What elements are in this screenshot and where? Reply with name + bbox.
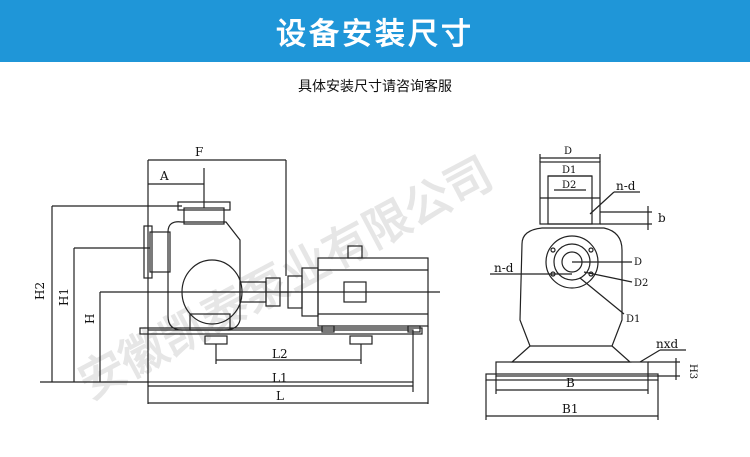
front-base-plate — [485, 373, 659, 381]
label-L2: L2 — [272, 347, 288, 361]
front-base — [495, 361, 649, 377]
label-L: L — [276, 389, 284, 403]
label-D-top: D — [564, 146, 572, 157]
label-D-right: D — [634, 257, 642, 268]
base-top-flange — [139, 327, 423, 335]
leader-D1-right — [579, 277, 625, 315]
label-nxd: nxd — [656, 337, 678, 351]
front-view-labels: D D1 D2 n-d b n-d D D2 D1 nxd H3 B B1 — [494, 146, 698, 416]
front-casing — [519, 227, 623, 347]
pump-casing — [167, 221, 241, 331]
label-D1-right: D1 — [626, 314, 640, 325]
side-view-labels: F A H2 H1 H L2 L1 L — [33, 145, 288, 403]
subtitle: 具体安装尺寸请咨询客服 — [298, 79, 452, 95]
label-F: F — [195, 145, 203, 159]
label-nd-left: n-d — [494, 261, 514, 275]
label-D2-top: D2 — [562, 180, 576, 191]
bolt-hole-1 — [550, 247, 556, 253]
label-L1: L1 — [272, 371, 288, 385]
leader-D2-right — [583, 271, 633, 283]
label-D1-top: D1 — [562, 165, 576, 176]
leader-nxd — [639, 349, 661, 363]
pump-foot — [189, 313, 231, 331]
motor-foot-right — [407, 325, 421, 333]
label-H2: H2 — [33, 282, 47, 300]
label-B: B — [566, 376, 575, 390]
label-b: b — [658, 211, 666, 225]
inlet-pipe — [149, 231, 171, 273]
label-A: A — [159, 169, 169, 183]
page-title: 设备安装尺寸 — [276, 17, 474, 52]
label-D2-right: D2 — [634, 278, 648, 289]
lifting-eye — [347, 245, 363, 259]
motor-foot-left — [321, 325, 335, 333]
title-banner: 设备安装尺寸 — [0, 0, 750, 62]
bolt-hole-2 — [588, 247, 594, 253]
front-support — [510, 345, 632, 363]
base-plate — [147, 329, 414, 383]
label-nd-top: n-d — [616, 179, 636, 193]
side-view — [40, 159, 440, 404]
label-H3: H3 — [687, 364, 698, 379]
anchor-hole-right — [349, 335, 373, 345]
label-H: H — [83, 314, 97, 324]
label-H1: H1 — [57, 288, 71, 306]
leader-nd-top — [589, 191, 615, 215]
label-B1: B1 — [562, 402, 578, 416]
front-view — [485, 154, 686, 420]
